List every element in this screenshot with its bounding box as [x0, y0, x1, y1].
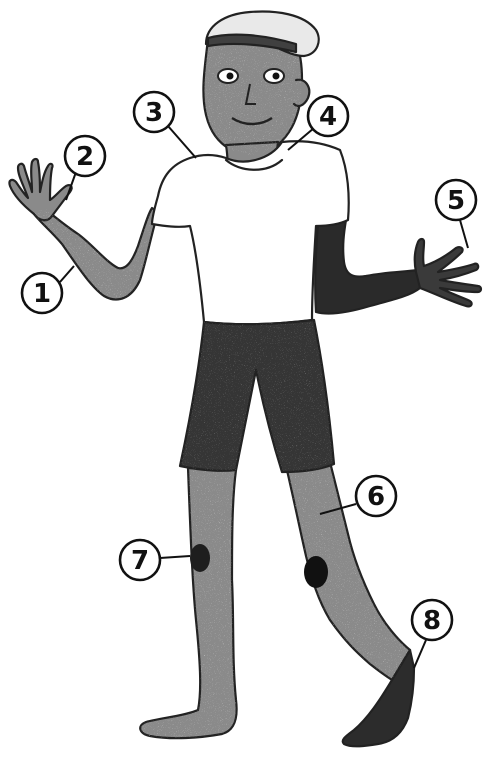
callout-6-label: 6: [367, 482, 385, 512]
callout-8-label: 8: [423, 606, 441, 636]
callout-5-label: 5: [447, 186, 465, 216]
shorts-texture: [180, 320, 334, 472]
right-hand: [415, 239, 481, 306]
left-knee-patch: [190, 544, 210, 572]
callout-2-label: 2: [76, 142, 94, 172]
callout-3-label: 3: [145, 98, 163, 128]
callout-1-label: 1: [33, 279, 51, 309]
right-knee-patch: [304, 556, 328, 588]
callout-7-label: 7: [131, 546, 149, 576]
callout-4-label: 4: [319, 102, 337, 132]
right-forearm: [315, 220, 420, 314]
